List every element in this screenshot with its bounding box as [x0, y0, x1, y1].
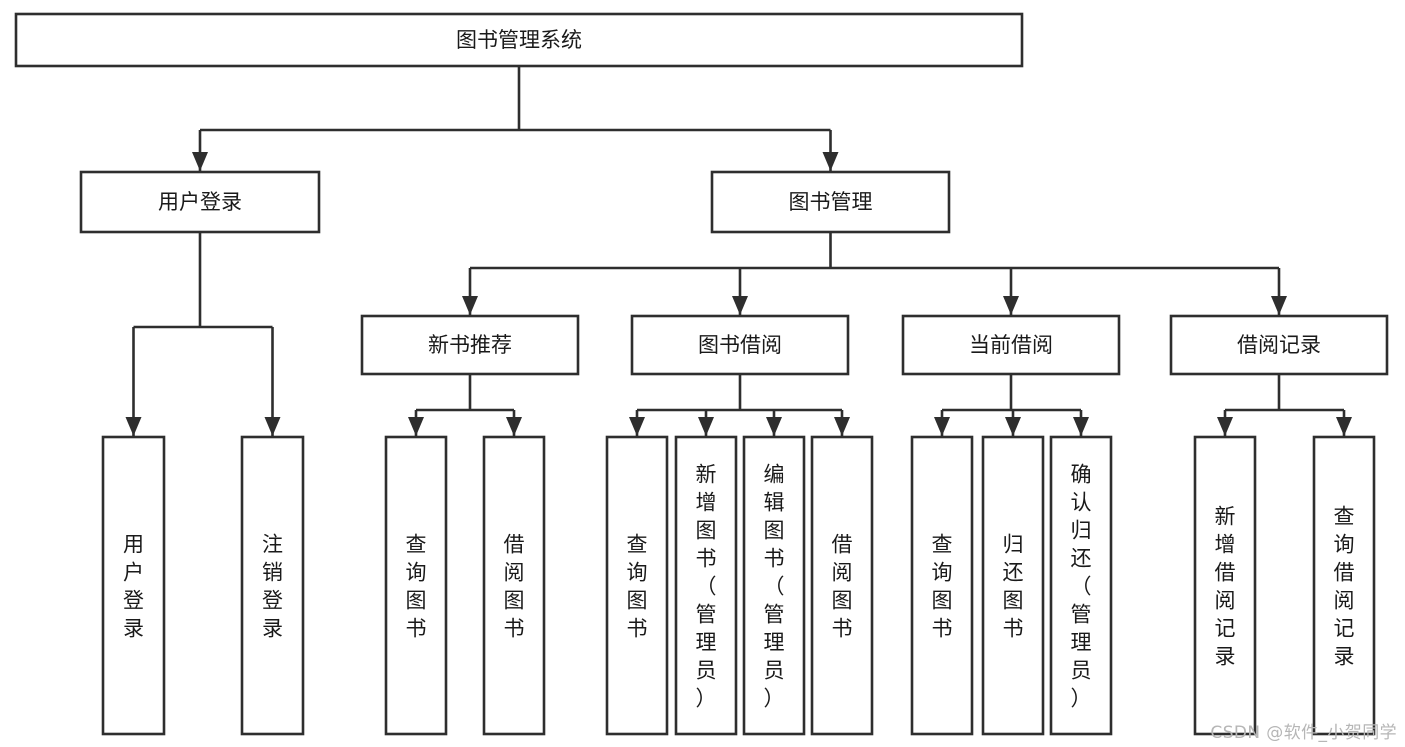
node-root-system[interactable]: 图书管理系统 [14, 12, 1024, 68]
arrow-head-icon [934, 417, 950, 436]
node-label: 查询图书 [932, 533, 953, 641]
arrow-head-icon [1217, 417, 1233, 436]
node-label: 借阅图书 [504, 533, 525, 641]
arrow-head-icon [1271, 296, 1287, 315]
node-label: 图书借阅 [698, 333, 782, 357]
connectors-layer [125, 66, 1352, 436]
arrow-head-icon [462, 296, 478, 315]
node-leaf-query-book-borrow[interactable]: 查询图书 [605, 435, 669, 736]
node-label: 借阅图书 [832, 533, 853, 641]
node-label: 图书管理系统 [456, 28, 582, 52]
node-leaf-add-record[interactable]: 新增借阅记录 [1193, 435, 1257, 736]
node-box [1312, 435, 1376, 736]
node-box [742, 435, 806, 736]
node-label: 确认归还（管理员） [1071, 463, 1092, 711]
node-leaf-user-login[interactable]: 用户登录 [101, 435, 166, 736]
node-label: 新书推荐 [428, 333, 512, 357]
node-label: 新增图书（管理员） [696, 463, 717, 711]
node-box [482, 435, 546, 736]
node-box [79, 170, 321, 234]
node-box [710, 170, 951, 234]
node-leaf-logout[interactable]: 注销登录 [240, 435, 305, 736]
node-box [674, 435, 738, 736]
node-box [910, 435, 974, 736]
node-box [384, 435, 448, 736]
node-label: 借阅记录 [1237, 333, 1321, 357]
node-label: 新增借阅记录 [1215, 505, 1236, 669]
arrow-head-icon [1073, 417, 1089, 436]
node-leaf-borrow-book-rec[interactable]: 借阅图书 [482, 435, 546, 736]
node-user-login[interactable]: 用户登录 [79, 170, 321, 234]
node-box [630, 314, 850, 376]
arrow-head-icon [766, 417, 782, 436]
node-leaf-query-book-cur[interactable]: 查询图书 [910, 435, 974, 736]
node-box [1169, 314, 1389, 376]
node-leaf-add-book[interactable]: 新增图书（管理员） [674, 435, 738, 736]
node-book-manage[interactable]: 图书管理 [710, 170, 951, 234]
node-box [240, 435, 305, 736]
node-label: 查询图书 [406, 533, 427, 641]
node-box [1193, 435, 1257, 736]
arrow-head-icon [506, 417, 522, 436]
node-new-book-recommend[interactable]: 新书推荐 [360, 314, 580, 376]
arrow-head-icon [822, 152, 839, 171]
node-leaf-confirm-return[interactable]: 确认归还（管理员） [1049, 435, 1113, 736]
node-box [981, 435, 1045, 736]
arrow-head-icon [408, 417, 424, 436]
node-label: 当前借阅 [969, 333, 1053, 357]
arrow-head-icon [125, 417, 142, 436]
node-book-borrow[interactable]: 图书借阅 [630, 314, 850, 376]
node-leaf-query-record[interactable]: 查询借阅记录 [1312, 435, 1376, 736]
node-label: 归还图书 [1003, 533, 1024, 641]
node-box [901, 314, 1121, 376]
arrow-head-icon [1005, 417, 1021, 436]
node-box [360, 314, 580, 376]
node-borrow-record[interactable]: 借阅记录 [1169, 314, 1389, 376]
node-box [810, 435, 874, 736]
node-current-borrow[interactable]: 当前借阅 [901, 314, 1121, 376]
node-box [1049, 435, 1113, 736]
node-label: 图书管理 [789, 190, 873, 214]
node-leaf-edit-book[interactable]: 编辑图书（管理员） [742, 435, 806, 736]
arrow-head-icon [1336, 417, 1352, 436]
arrow-head-icon [834, 417, 850, 436]
node-label: 查询借阅记录 [1334, 505, 1355, 669]
node-leaf-return-book[interactable]: 归还图书 [981, 435, 1045, 736]
node-leaf-borrow-book[interactable]: 借阅图书 [810, 435, 874, 736]
node-label: 查询图书 [627, 533, 648, 641]
arrow-head-icon [698, 417, 714, 436]
watermark-label: CSDN @软件_小贺同学 [1210, 723, 1397, 743]
node-box [101, 435, 166, 736]
arrow-head-icon [192, 152, 208, 171]
arrow-head-icon [732, 296, 748, 315]
node-box [605, 435, 669, 736]
node-label: 编辑图书（管理员） [764, 463, 785, 711]
node-label: 注销登录 [262, 533, 283, 641]
node-label: 用户登录 [123, 533, 144, 641]
arrow-head-icon [1003, 296, 1019, 315]
arrow-head-icon [629, 417, 645, 436]
node-leaf-query-book-rec[interactable]: 查询图书 [384, 435, 448, 736]
boxes-layer: 图书管理系统用户登录图书管理新书推荐图书借阅当前借阅借阅记录用户登录注销登录查询… [14, 12, 1389, 736]
node-box [14, 12, 1024, 68]
node-label: 用户登录 [158, 190, 242, 214]
arrow-head-icon [264, 417, 281, 436]
